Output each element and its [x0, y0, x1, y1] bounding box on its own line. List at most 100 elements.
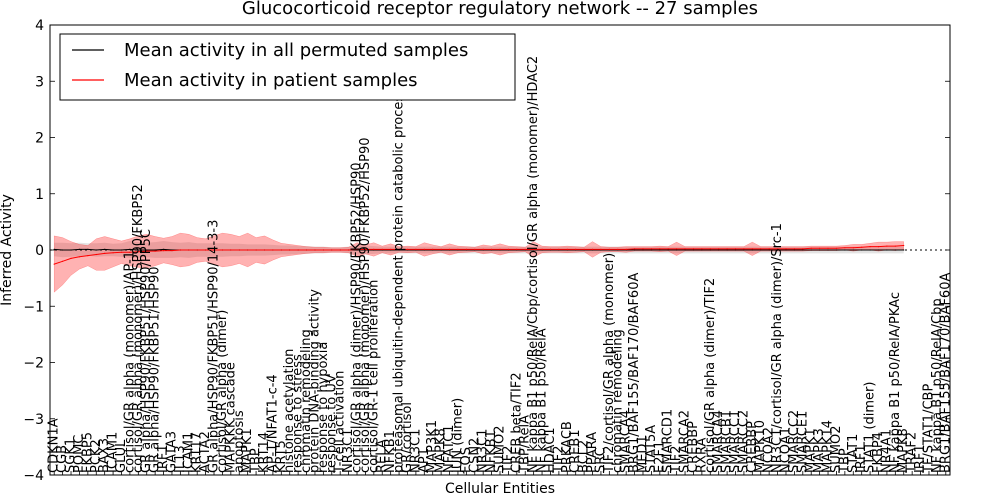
- data-point: [87, 248, 89, 250]
- x-tick-label: cortisol/GR alpha (monomer)/HSP90/FKBP52: [131, 184, 146, 473]
- x-tick-label: SMARCA4: [619, 410, 634, 473]
- x-tick-label: AP-1/NFAT1-c-4: [265, 374, 280, 473]
- data-point: [709, 249, 711, 251]
- x-tick-label: T-cell activation: [333, 371, 348, 474]
- data-point: [777, 248, 779, 250]
- data-point: [112, 249, 114, 251]
- x-tick-label: cortisol/GR alpha (dimer)/TIF2: [703, 278, 718, 473]
- x-tick-label: histone acetylation: [282, 349, 297, 473]
- x-tick-label: IRF1: [913, 444, 928, 473]
- data-point: [726, 248, 728, 250]
- y-tick-label: 2: [35, 131, 44, 147]
- data-point: [650, 248, 653, 250]
- x-tick-label: CREBBP: [745, 421, 760, 473]
- x-tick-label: SMARCD1: [661, 409, 676, 473]
- data-point: [852, 249, 854, 251]
- x-tick-label: KRT17: [190, 432, 205, 473]
- x-tick-label: SMARCA4: [711, 410, 726, 473]
- x-tick-label: IRF1: [854, 444, 869, 473]
- data-point: [238, 249, 240, 251]
- x-tick-label: GATA3: [165, 431, 180, 473]
- legend-label: Mean activity in patient samples: [124, 70, 418, 91]
- data-point: [676, 248, 678, 250]
- data-point: [163, 248, 165, 250]
- x-tick-label: STAT1 (dimer): [863, 382, 878, 473]
- data-point: [768, 249, 770, 251]
- x-tick-label: SMARCE1: [795, 411, 810, 473]
- x-tick-label: response to hypoxia: [316, 342, 331, 473]
- data-point: [869, 249, 871, 251]
- x-tick-label: CREB1: [568, 429, 583, 473]
- x-tick-label: RXRA: [694, 438, 709, 473]
- y-tick-label: −4: [23, 468, 44, 484]
- data-point: [608, 248, 610, 250]
- data-point: [230, 249, 232, 251]
- x-tick-label: FKBP4: [871, 432, 886, 473]
- x-tick-label: CSN2: [467, 438, 482, 473]
- data-point: [894, 249, 896, 251]
- x-tick-label: chromatin remodeling: [610, 329, 625, 473]
- x-tick-label: apoptosis: [232, 410, 247, 473]
- data-point: [667, 249, 669, 251]
- data-point: [331, 249, 333, 251]
- data-point: [171, 250, 173, 252]
- x-tick-label: ICAM1: [181, 432, 196, 473]
- data-point: [423, 248, 425, 250]
- data-point: [339, 249, 341, 251]
- data-point: [146, 250, 148, 252]
- data-point: [120, 251, 123, 253]
- data-point: [861, 246, 863, 248]
- data-point: [743, 248, 745, 250]
- data-point: [819, 247, 821, 249]
- x-tick-label: GLUL: [114, 439, 129, 473]
- x-tick-label: CREB beta/TIF2: [509, 372, 524, 473]
- data-point: [78, 248, 80, 250]
- data-point: [835, 247, 838, 249]
- data-point: [701, 249, 703, 251]
- data-point: [760, 249, 762, 251]
- legend-label: Mean activity in all permuted samples: [124, 40, 468, 61]
- x-tick-label: KRT14: [257, 432, 272, 473]
- data-point: [869, 246, 871, 248]
- x-tick-label: NR3C1: [408, 429, 423, 473]
- y-tick-label: −3: [23, 412, 44, 428]
- x-tick-label: MAPK3: [812, 428, 827, 473]
- data-point: [827, 249, 829, 251]
- x-tick-label: KRT5: [274, 440, 289, 473]
- x-tick-label: TBP/RelA: [518, 415, 533, 474]
- data-point: [684, 248, 686, 250]
- data-point: [650, 249, 653, 251]
- data-point: [62, 260, 64, 262]
- data-point: [179, 249, 181, 251]
- data-point: [583, 248, 585, 250]
- data-point: [314, 249, 316, 251]
- data-point: [844, 247, 846, 249]
- x-tick-label: SMARCC2: [736, 410, 751, 473]
- x-tick-label: MAPK1: [804, 428, 819, 473]
- data-point: [53, 263, 55, 265]
- x-tick-label: proteasomal ubiquitin-dependent protein …: [392, 88, 407, 473]
- data-point: [263, 249, 266, 251]
- x-tick-label: SMARCA2: [678, 410, 693, 473]
- data-point: [852, 247, 854, 249]
- x-tick-label: PRKACB: [560, 421, 575, 473]
- data-point: [566, 248, 568, 250]
- data-point: [95, 253, 97, 256]
- data-point: [676, 249, 678, 251]
- data-point: [213, 249, 215, 251]
- x-tick-label: response to UV: [324, 374, 339, 473]
- x-tick-label: chromatin remodeling: [299, 329, 314, 473]
- data-point: [364, 248, 366, 250]
- data-point: [600, 248, 602, 250]
- data-point: [524, 248, 526, 250]
- x-tick-label: GR alpha/HSP90/FKBP51/HSP90/14-3-3: [207, 220, 222, 473]
- data-point: [87, 255, 89, 257]
- data-point: [734, 249, 737, 251]
- x-tick-label: cortisol/GR-1 cell proliferation: [366, 280, 381, 473]
- x-tick-label: NR3C1/cortisol/GR alpha (dimer)/Src-1: [770, 223, 785, 473]
- data-point: [348, 249, 350, 251]
- data-point: [499, 248, 501, 250]
- data-point: [507, 248, 509, 250]
- x-tick-label: ICAM1: [106, 432, 121, 473]
- data-point: [625, 248, 627, 250]
